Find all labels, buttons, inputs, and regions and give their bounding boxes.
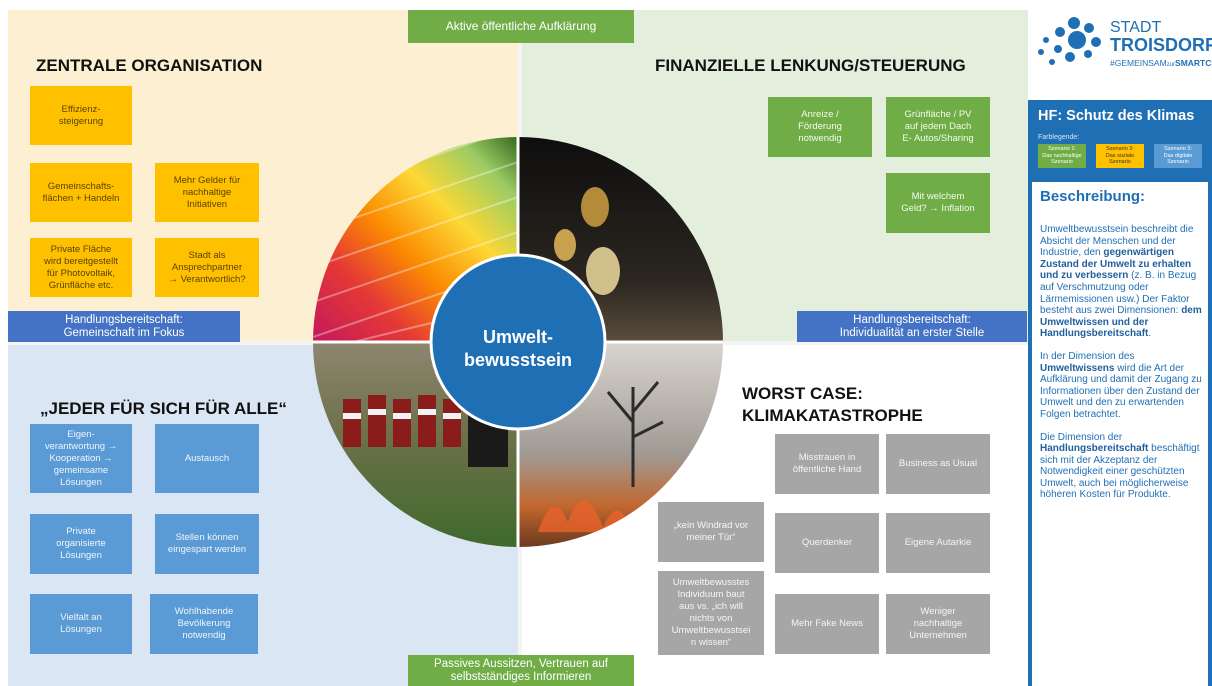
box-gemeinschaftsflaechen: Gemeinschafts- flächen + Handeln xyxy=(30,163,132,222)
heading-zentrale-organisation: ZENTRALE ORGANISATION xyxy=(36,56,263,75)
box-kein-windrad: „kein Windrad vor meiner Tür“ xyxy=(658,502,764,562)
coin-icon xyxy=(554,229,576,261)
legend-szenario-2: Szenario 2: Das soziale Szenario xyxy=(1096,144,1144,168)
sidebar-title: HF: Schutz des Klimas xyxy=(1038,108,1195,124)
legend-szenario-1: Szenario 1: Das nachhaltige Szenario xyxy=(1038,144,1086,168)
p1-text-e: . xyxy=(1148,328,1152,340)
sidebar-panel: HF: Schutz des Klimas Farblegende: Szena… xyxy=(1028,100,1212,686)
heading-worst-case: WORST CASE: KLIMAKATASTROPHE xyxy=(742,384,923,425)
box-misstrauen: Misstrauen in öffentliche Hand xyxy=(775,434,879,494)
p1-text-c: (z. B. in Bezug auf Verschmutzung oder L… xyxy=(1040,270,1197,317)
box-eigene-autarkie: Eigene Autarkie xyxy=(886,513,990,573)
troisdorf-dots-icon xyxy=(1038,17,1101,65)
box-stadt-ansprechpartner: Stadt als Ansprechpartner → Verantwortli… xyxy=(155,238,259,297)
p2-text-b: Umweltwissens xyxy=(1040,362,1115,374)
p1-text-b: gegenwärtigen Zustand der Umwelt zu erha… xyxy=(1040,247,1192,282)
heading-jeder-fuer-sich: „JEDER FÜR SICH FÜR ALLE“ xyxy=(40,399,287,418)
logo-tag-prefix: #GEMEINSAM xyxy=(1110,58,1167,68)
box-effizienzsteigerung: Effizienz- steigerung xyxy=(30,86,132,145)
box-querdenker: Querdenker xyxy=(775,513,879,573)
center-label-line2: bewusstsein xyxy=(464,350,572,370)
troisdorf-logo: STADT TROISDORF #GEMEINSAMzurSMARTCITY xyxy=(1032,14,1212,80)
description-text: Umweltbewusstsein beschreibt die Absicht… xyxy=(1040,224,1208,512)
box-wohlhabende: Wohlhabende Bevölkerung notwendig xyxy=(150,594,258,654)
banner-gemeinschaft: Handlungsbereitschaft: Gemeinschaft im F… xyxy=(8,311,240,342)
box-gruenflaeche-pv: Grünfläche / PV auf jedem Dach E- Autos/… xyxy=(886,97,990,157)
box-mit-welchem-geld: Mit welchem Geld? → Inflation xyxy=(886,173,990,233)
p1-text-d: dem Umweltwissen und der Handlungsbereit… xyxy=(1040,305,1202,340)
logo-tag-suffix: SMARTCITY xyxy=(1175,58,1212,68)
box-private-organisierte: Private organisierte Lösungen xyxy=(30,514,132,574)
sidebar-body: Beschreibung: Umweltbewusstsein beschrei… xyxy=(1028,182,1212,686)
box-private-flaeche: Private Fläche wird bereitgestellt für P… xyxy=(30,238,132,297)
description-paragraph-2: In der Dimension des Umweltwissens wird … xyxy=(1040,351,1208,421)
description-paragraph-3: Die Dimension der Handlungsbereitschaft … xyxy=(1040,432,1208,502)
banner-gemeinschaft-line1: Handlungsbereitschaft: xyxy=(65,313,183,326)
banner-gemeinschaft-line2: Gemeinschaft im Fokus xyxy=(63,326,185,339)
logo-tag-zur: zur xyxy=(1166,62,1176,68)
legend-szenario-3: Szenario 3: Das digitale Szenario xyxy=(1154,144,1202,168)
p1-text-a: Umweltbewusstsein beschreibt die Absicht… xyxy=(1040,224,1194,259)
banner-aktive-aufklaerung: Aktive öffentliche Aufklärung xyxy=(408,10,634,43)
coin-icon xyxy=(581,187,609,227)
center-label-line1: Umwelt- xyxy=(483,327,553,347)
description-title: Beschreibung: xyxy=(1040,188,1146,205)
sidebar-description: Beschreibung: Umweltbewusstsein beschrei… xyxy=(1032,182,1208,686)
banner-passives-line1: Passives Aussitzen, Vertrauen auf xyxy=(434,657,608,670)
coin-icon xyxy=(586,247,620,295)
heading-finanzielle-lenkung: FINANZIELLE LENKUNG/STEUERUNG xyxy=(655,56,966,75)
legend-label: Farblegende: xyxy=(1038,134,1080,141)
banner-aktive-aufklaerung-text: Aktive öffentliche Aufklärung xyxy=(445,19,597,33)
p2-text-a: In der Dimension des xyxy=(1040,350,1135,362)
logo-tagline: #GEMEINSAMzurSMARTCITY xyxy=(1110,58,1212,68)
box-weniger-nachhaltige: Weniger nachhaltige Unternehmen xyxy=(886,594,990,654)
box-anreize-foerderung: Anreize / Förderung notwendig xyxy=(768,97,872,157)
banner-passives-line2: selbstständiges Informieren xyxy=(450,670,592,683)
box-mehr-fake-news: Mehr Fake News xyxy=(775,594,879,654)
banner-passives-aussitzen: Passives Aussitzen, Vertrauen auf selbst… xyxy=(408,655,634,686)
description-paragraph-1: Umweltbewusstsein beschreibt die Absicht… xyxy=(1040,224,1208,340)
box-business-as-usual: Business as Usual xyxy=(886,434,990,494)
center-topic-circle xyxy=(429,253,607,431)
p3-text-c: beschäftigt sich mit der Akzeptanz der N… xyxy=(1040,443,1200,501)
banner-individualitaet: Handlungsbereitschaft: Individualität an… xyxy=(797,311,1027,342)
box-eigenverantwortung: Eigen- verantwortung → Kooperation → gem… xyxy=(30,424,132,493)
banner-individualitaet-line1: Handlungsbereitschaft: xyxy=(853,313,971,326)
box-mehr-gelder: Mehr Gelder für nachhaltige Initiativen xyxy=(155,163,259,222)
p3-text-b: Handlungsbereitschaft xyxy=(1040,443,1149,455)
p2-text-c: wird die Art der Aufklärung und damit de… xyxy=(1040,362,1202,420)
p3-text-a: Die Dimension der xyxy=(1040,431,1123,443)
logo-stadt: STADT xyxy=(1110,19,1162,36)
sidebar-header: HF: Schutz des Klimas Farblegende: Szena… xyxy=(1028,100,1212,182)
box-austausch: Austausch xyxy=(155,424,259,493)
center-circle-graphic: Umwelt- bewusstsein xyxy=(313,137,723,547)
banner-individualitaet-line2: Individualität an erster Stelle xyxy=(839,326,985,339)
box-umweltbewusstes-individuum: Umweltbewusstes Individuum baut aus vs. … xyxy=(658,571,764,655)
logo-troisdorf: TROISDORF xyxy=(1110,35,1212,55)
center-circle: Umwelt- bewusstsein xyxy=(313,137,723,547)
box-vielfalt: Vielfalt an Lösungen xyxy=(30,594,132,654)
box-stellen-eingespart: Stellen können eingespart werden xyxy=(155,514,259,574)
